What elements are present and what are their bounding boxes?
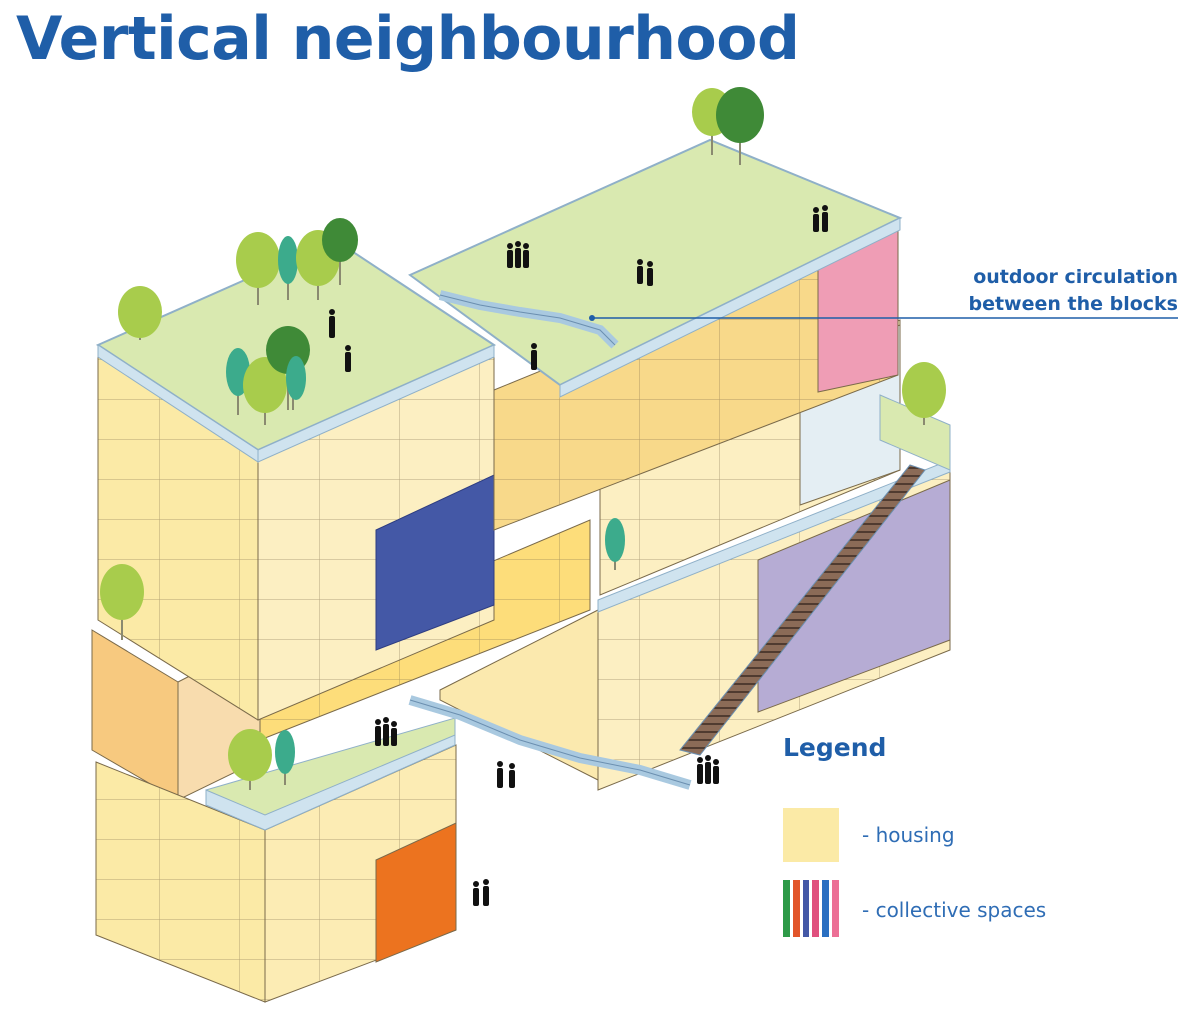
person-icon	[813, 207, 819, 232]
circulation-annotation: outdoor circulation between the blocks	[968, 264, 1178, 318]
tree-icon	[902, 362, 946, 425]
person-icon	[531, 343, 537, 370]
collective-stripe	[783, 880, 790, 937]
person-icon	[523, 243, 529, 268]
person-icon	[391, 721, 397, 746]
tree-icon	[100, 564, 144, 640]
person-icon	[375, 719, 381, 746]
person-icon	[383, 717, 389, 746]
collective-stripe	[822, 880, 830, 937]
person-icon	[705, 755, 711, 784]
person-icon	[637, 259, 643, 284]
navy-collective-block	[375, 474, 495, 651]
person-icon	[515, 241, 521, 268]
tree-icon	[286, 356, 306, 410]
person-icon	[345, 345, 351, 372]
people-icons	[329, 205, 828, 906]
person-icon	[647, 261, 653, 286]
legend-collective-swatch	[783, 880, 839, 937]
person-icon	[713, 759, 719, 784]
collective-stripe	[802, 880, 810, 937]
tree-icon	[605, 518, 625, 570]
collective-stripe	[832, 880, 839, 937]
legend-housing-swatch	[783, 808, 839, 862]
collective-stripe	[792, 880, 800, 937]
callout-line	[589, 315, 1178, 321]
tree-icon	[118, 286, 162, 340]
legend-housing-label: - housing	[862, 823, 955, 847]
person-icon	[473, 881, 479, 906]
tree-icon	[275, 730, 295, 785]
annotation-line-1: outdoor circulation	[973, 266, 1178, 288]
page-title: Vertical neighbourhood	[16, 4, 800, 74]
orange-collective-block	[375, 822, 457, 963]
annotation-line-2: between the blocks	[968, 293, 1178, 315]
legend-title: Legend	[783, 733, 887, 762]
outdoor-walkways	[408, 290, 926, 790]
person-icon	[483, 879, 489, 906]
tree-icon	[243, 357, 287, 425]
tree-icon	[322, 218, 358, 285]
person-icon	[697, 757, 703, 784]
person-icon	[497, 761, 503, 788]
person-icon	[329, 309, 335, 338]
collective-stripe	[812, 880, 820, 937]
tree-icon	[278, 236, 298, 300]
tree-icon	[716, 87, 764, 165]
person-icon	[509, 763, 515, 788]
person-icon	[822, 205, 828, 232]
tree-icon	[236, 232, 280, 305]
tree-icons	[100, 87, 946, 790]
tree-icon	[228, 729, 272, 790]
upper-right-block	[408, 138, 903, 531]
person-icon	[507, 243, 513, 268]
legend-collective-label: - collective spaces	[862, 898, 1047, 922]
staircase	[679, 464, 926, 756]
lower-left-block	[91, 629, 457, 1003]
